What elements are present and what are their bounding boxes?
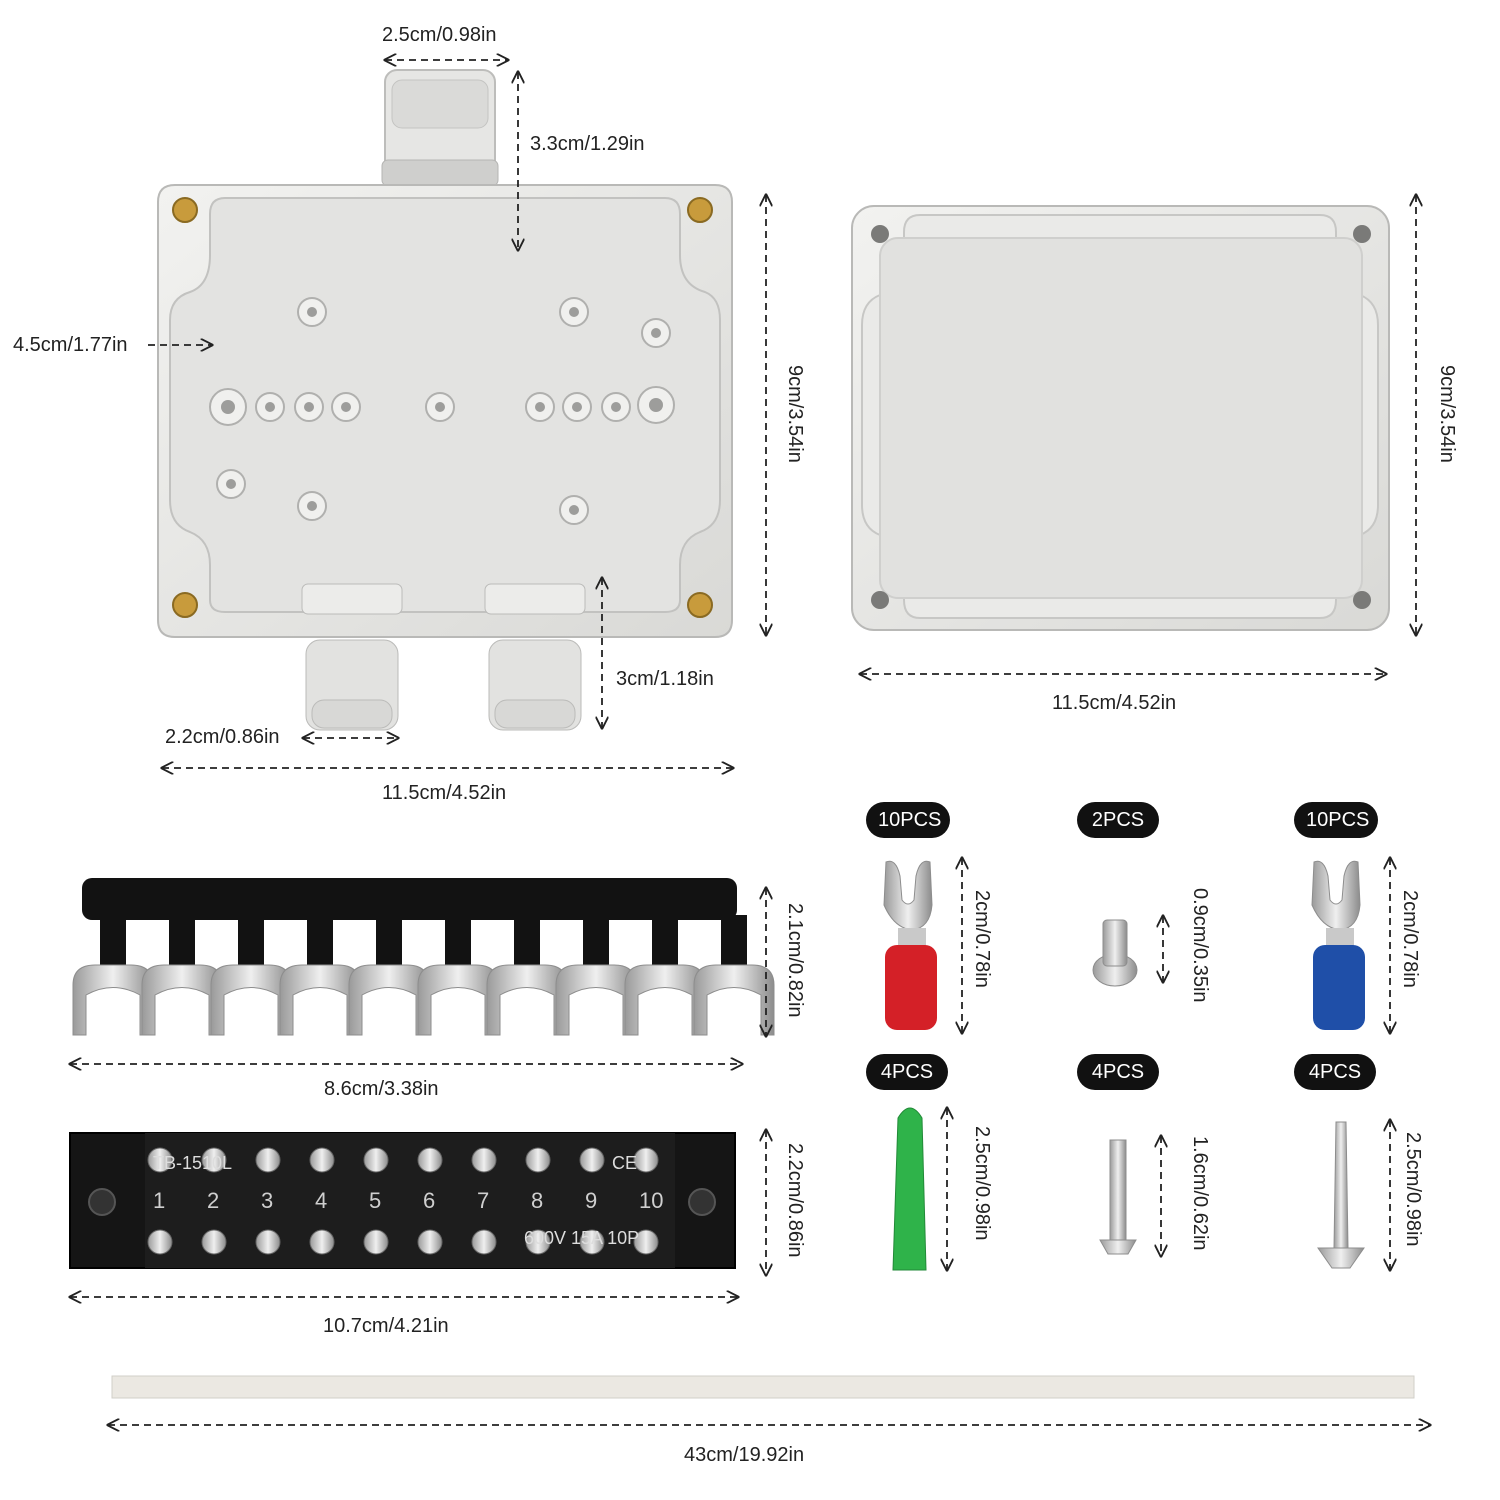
dim-terminal-height: 2.2cm/0.86in — [784, 1143, 806, 1258]
enclosure-box — [157, 69, 733, 731]
dim-gland-height-top: 3.3cm/1.29in — [530, 133, 645, 155]
terminal-screw — [363, 1147, 389, 1173]
jumper-leg — [376, 915, 402, 967]
cable-gland-bottom-left — [301, 583, 403, 731]
qty-badge-small-screws: 2PCS — [1077, 802, 1159, 838]
terminal-screw — [525, 1229, 551, 1255]
din-rod — [111, 1375, 1415, 1399]
dim-wood-screw-length: 2.5cm/0.98in — [1402, 1132, 1424, 1247]
dim-box-width: 11.5cm/4.52in — [382, 782, 507, 804]
dim-box-depth: 4.5cm/1.77in — [13, 334, 128, 356]
jumper-leg — [169, 915, 195, 967]
terminal-rating-label: 600V 15A 10P — [524, 1228, 640, 1248]
dim-jumper-width: 8.6cm/3.38in — [324, 1078, 439, 1100]
terminal-screw — [147, 1147, 173, 1173]
terminal-screw — [417, 1229, 443, 1255]
terminal-block — [69, 1132, 736, 1269]
jumper-leg — [721, 915, 747, 967]
terminal-screw — [147, 1229, 173, 1255]
jumper-fork — [555, 964, 637, 1036]
terminal-screw — [309, 1229, 335, 1255]
enclosure-lid — [851, 205, 1390, 631]
dim-lid-height: 9cm/3.54in — [1436, 365, 1458, 463]
terminal-screw — [201, 1229, 227, 1255]
terminal-position-number: 5 — [369, 1188, 382, 1213]
jumper-fork — [348, 964, 430, 1036]
ce-mark: CE — [612, 1153, 638, 1173]
qty-badge-red-terminals: 10PCS — [866, 802, 950, 838]
terminal-screw — [579, 1229, 605, 1255]
terminal-position-number: 2 — [207, 1188, 220, 1213]
terminal-screw — [255, 1147, 281, 1173]
small-screw — [1092, 919, 1138, 987]
terminal-screw — [579, 1147, 605, 1173]
jumper-fork — [72, 964, 154, 1036]
terminal-position-number: 6 — [423, 1188, 436, 1213]
terminal-position-number: 8 — [531, 1188, 544, 1213]
jumper-fork — [210, 964, 292, 1036]
red-fork-terminal — [883, 860, 937, 1030]
qty-badge-anchors: 4PCS — [866, 1054, 948, 1090]
blue-fork-terminal — [1311, 860, 1365, 1030]
qty-badge-blue-terminals: 10PCS — [1294, 802, 1378, 838]
terminal-screw — [471, 1147, 497, 1173]
jumper-leg — [514, 915, 540, 967]
jumper-fork — [417, 964, 499, 1036]
terminal-model-label: TB-1510L — [153, 1153, 233, 1173]
dim-blue-terminal-length: 2cm/0.78in — [1399, 890, 1421, 988]
wall-anchor — [892, 1107, 927, 1271]
cable-gland-bottom-right — [484, 583, 586, 731]
dim-rod-length: 43cm/19.92in — [684, 1444, 805, 1466]
jumper-leg — [583, 915, 609, 967]
jumper-leg — [652, 915, 678, 967]
jumper-fork — [486, 964, 568, 1036]
terminal-screw — [255, 1229, 281, 1255]
jumper-leg — [100, 915, 126, 967]
terminal-screw — [417, 1147, 443, 1173]
wood-screw — [1317, 1121, 1365, 1269]
dim-box-height: 9cm/3.54in — [784, 365, 806, 463]
terminal-screw — [201, 1147, 227, 1173]
dim-anchor-length: 2.5cm/0.98in — [971, 1126, 993, 1241]
jumper-leg — [445, 915, 471, 967]
terminal-screw — [633, 1147, 659, 1173]
terminal-screw — [471, 1229, 497, 1255]
dim-gland-height-bottom: 3cm/1.18in — [616, 668, 714, 690]
terminal-position-number: 4 — [315, 1188, 328, 1213]
dim-gland-width-top: 2.5cm/0.98in — [382, 24, 497, 46]
jumper-fork — [693, 964, 775, 1036]
terminal-screw — [633, 1229, 659, 1255]
dim-terminal-width: 10.7cm/4.21in — [323, 1315, 449, 1337]
dimension-lines — [70, 60, 1430, 1425]
terminal-position-number: 1 — [153, 1188, 166, 1213]
dim-small-screw-length: 0.9cm/0.35in — [1189, 888, 1211, 1003]
dim-lid-width: 11.5cm/4.52in — [1052, 692, 1177, 714]
terminal-position-number: 3 — [261, 1188, 274, 1213]
dim-gland-width-bottom: 2.2cm/0.86in — [165, 726, 280, 748]
jumper-bar — [72, 878, 775, 1036]
dim-red-terminal-length: 2cm/0.78in — [971, 890, 993, 988]
jumper-fork — [624, 964, 706, 1036]
machine-screw — [1099, 1139, 1137, 1255]
qty-badge-machine-screws: 4PCS — [1077, 1054, 1159, 1090]
terminal-position-number: 7 — [477, 1188, 490, 1213]
terminal-screw — [309, 1147, 335, 1173]
dim-jumper-height: 2.1cm/0.82in — [784, 903, 806, 1018]
jumper-fork — [141, 964, 223, 1036]
terminal-screw — [525, 1147, 551, 1173]
jumper-leg — [307, 915, 333, 967]
dim-machine-screw-length: 1.6cm/0.62in — [1189, 1136, 1211, 1251]
jumper-leg — [238, 915, 264, 967]
terminal-screw — [363, 1229, 389, 1255]
jumper-fork — [279, 964, 361, 1036]
terminal-position-number: 9 — [585, 1188, 598, 1213]
terminal-position-number: 10 — [639, 1188, 664, 1213]
qty-badge-wood-screws: 4PCS — [1294, 1054, 1376, 1090]
